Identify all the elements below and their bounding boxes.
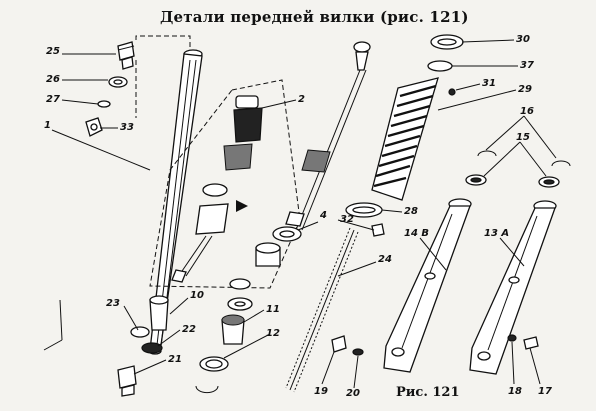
bolt-21 [117, 365, 137, 397]
spring-24 [285, 227, 359, 393]
seals-15 [465, 174, 560, 188]
sleeve-10 [149, 295, 169, 331]
ring-27 [97, 100, 111, 108]
label-33: 33 [120, 122, 134, 133]
label-10: 10 [190, 290, 204, 301]
screw-25 [117, 41, 135, 70]
washer-4 [272, 226, 302, 242]
screw-31 [448, 88, 456, 96]
leader-lines [51, 39, 557, 389]
ring-37 [427, 60, 453, 72]
label-22: 22 [182, 324, 196, 335]
label-26: 26 [46, 74, 60, 85]
cap-30 [430, 34, 464, 50]
bushing [255, 242, 281, 267]
small-rings [227, 278, 253, 311]
circlip-bottom [195, 385, 219, 394]
label-37: 37 [520, 60, 534, 71]
slider-leg-14b [383, 198, 472, 373]
label-15: 15 [516, 132, 530, 143]
boot-29 [371, 77, 439, 201]
label-30: 30 [516, 34, 530, 45]
washer-26 [108, 76, 128, 88]
label-13a: 13 А [484, 228, 509, 239]
label-12: 12 [266, 328, 280, 339]
damper-assembly-2 [149, 79, 301, 289]
washer-20 [352, 348, 364, 356]
label-18: 18 [508, 386, 522, 397]
diagram-title: Детали передней вилки (рис. 121) [160, 8, 469, 26]
label-11: 11 [266, 304, 280, 315]
label-16: 16 [520, 106, 534, 117]
label-21: 21 [168, 354, 182, 365]
label-4: 4 [319, 210, 327, 221]
label-28: 28 [404, 206, 418, 217]
label-19: 19 [314, 386, 328, 397]
sleeve-11 [221, 314, 245, 345]
label-1: 1 [44, 120, 51, 131]
bolt-32 [371, 223, 385, 237]
label-24: 24 [378, 254, 392, 265]
label-27: 27 [46, 94, 60, 105]
label-31: 31 [482, 78, 496, 89]
nut-33 [85, 117, 103, 137]
damper-rod [285, 41, 371, 231]
label-20: 20 [346, 388, 360, 399]
label-25: 25 [46, 46, 60, 57]
label-23: 23 [106, 298, 120, 309]
figure-caption: Рис. 121 [396, 385, 460, 400]
washers-22-23 [130, 326, 163, 354]
label-17: 17 [538, 386, 552, 397]
callout-labels: 25 26 27 1 33 2 4 32 28 14 В 13 А 30 37 … [44, 34, 552, 399]
label-14b: 14 В [404, 228, 429, 239]
label-29: 29 [518, 84, 532, 95]
label-32: 32 [340, 214, 354, 225]
bolt-17 [523, 336, 539, 350]
label-2: 2 [298, 94, 305, 105]
circlips-16 [477, 150, 571, 167]
slider-leg-13a [469, 200, 557, 375]
bolt-19 [331, 335, 347, 353]
washer-18 [507, 334, 517, 342]
ring-12 [199, 356, 229, 372]
